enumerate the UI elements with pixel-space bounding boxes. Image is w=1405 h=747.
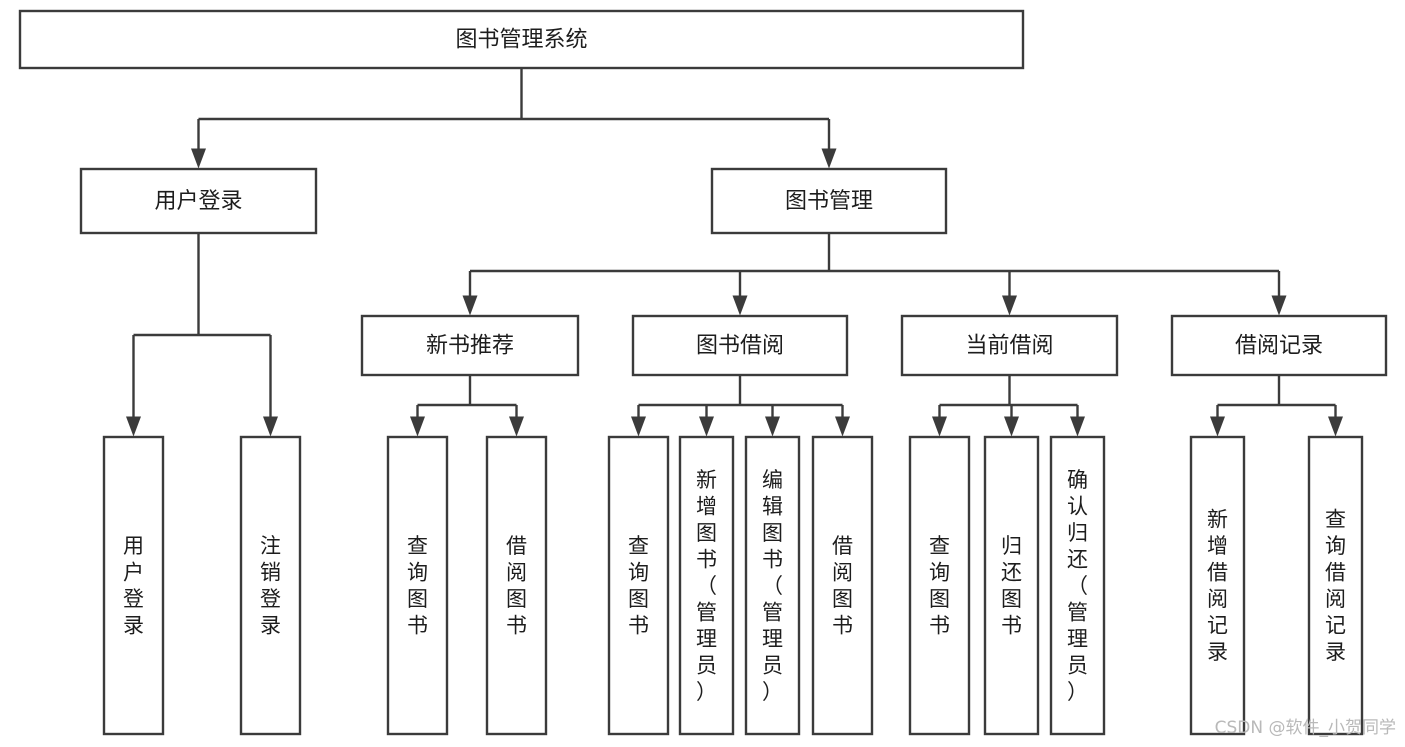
arrow-head-icon [509,416,524,437]
node-box-leaf-query-book-3[interactable] [908,435,971,736]
node-box-leaf-return-book[interactable] [983,435,1040,736]
arrow-head-icon [462,295,478,316]
node-root[interactable]: 图书管理系统 [18,9,1025,70]
node-label-user-login: 用户登录 [154,189,242,214]
arrow-head-icon [1004,416,1019,437]
node-label-book-manage: 图书管理 [785,189,873,214]
arrow-head-icon [410,416,425,437]
node-box-current-borrow[interactable] [900,314,1119,377]
node-label-book-borrow: 图书借阅 [696,334,784,359]
watermark-label: CSDN @软件_小贺同学 [1215,718,1396,738]
node-leaf-query-book-2[interactable]: 查询图书 [607,435,670,736]
node-box-leaf-query-borrow-record[interactable] [1307,435,1364,736]
node-label-leaf-return-book: 归还图书 [1001,534,1022,638]
node-box-book-manage[interactable] [710,167,948,235]
node-label-leaf-edit-book: 编辑图书（管理员） [762,468,783,704]
arrow-head-icon [699,416,714,437]
arrow-head-icon [732,295,748,316]
node-label-leaf-query-book-1: 查询图书 [407,534,428,638]
arrow-head-icon [821,148,837,169]
node-label-root: 图书管理系统 [455,28,587,53]
node-leaf-borrow-book-1[interactable]: 借阅图书 [485,435,548,736]
node-box-leaf-add-borrow-record[interactable] [1189,435,1246,736]
node-box-leaf-borrow-book-2[interactable] [811,435,874,736]
node-box-new-book-recommend[interactable] [360,314,580,377]
node-leaf-logout-login[interactable]: 注销登录 [239,435,302,736]
arrow-head-icon [932,416,947,437]
node-box-leaf-confirm-return[interactable] [1049,435,1106,736]
edge-current-borrow-group [932,375,1085,437]
node-label-new-book-recommend: 新书推荐 [426,334,514,359]
arrow-head-icon [191,148,206,169]
node-label-current-borrow: 当前借阅 [965,334,1053,359]
node-leaf-user-login[interactable]: 用户登录 [102,435,165,736]
edge-root-group [191,68,837,169]
connector-layer [126,68,1343,437]
node-label-leaf-query-book-2: 查询图书 [628,534,649,638]
arrow-head-icon [263,416,278,437]
edge-new-book-group [410,375,524,437]
node-box-leaf-add-book[interactable] [678,435,735,736]
node-box-user-login[interactable] [79,167,318,235]
node-box-book-borrow[interactable] [631,314,849,377]
arrow-head-icon [835,416,850,437]
node-box-leaf-borrow-book-1[interactable] [485,435,548,736]
node-box-root[interactable] [18,9,1025,70]
node-box-leaf-edit-book[interactable] [744,435,801,736]
node-leaf-query-book-3[interactable]: 查询图书 [908,435,971,736]
node-leaf-borrow-book-2[interactable]: 借阅图书 [811,435,874,736]
arrow-head-icon [1328,416,1343,437]
node-box-leaf-query-book-2[interactable] [607,435,670,736]
node-book-manage[interactable]: 图书管理 [710,167,948,235]
node-borrow-record[interactable]: 借阅记录 [1170,314,1388,377]
node-leaf-add-borrow-record[interactable]: 新增借阅记录 [1189,435,1246,736]
node-label-leaf-add-book: 新增图书（管理员） [696,468,717,704]
arrow-head-icon [765,416,780,437]
node-label-leaf-confirm-return: 确认归还（管理员） [1067,468,1088,704]
node-leaf-add-book[interactable]: 新增图书（管理员） [678,435,735,736]
node-label-leaf-logout-login: 注销登录 [260,534,281,638]
node-book-borrow[interactable]: 图书借阅 [631,314,849,377]
node-leaf-confirm-return[interactable]: 确认归还（管理员） [1049,435,1106,736]
node-label-borrow-record: 借阅记录 [1235,334,1323,359]
node-box-leaf-user-login[interactable] [102,435,165,736]
edge-user-login-group [126,233,278,437]
node-leaf-query-borrow-record[interactable]: 查询借阅记录 [1307,435,1364,736]
arrow-head-icon [1210,416,1225,437]
node-label-leaf-query-book-3: 查询图书 [929,534,950,638]
node-label-leaf-add-borrow-record: 新增借阅记录 [1207,508,1228,665]
node-label-leaf-user-login: 用户登录 [123,534,144,638]
node-box-leaf-query-book-1[interactable] [386,435,449,736]
node-box-borrow-record[interactable] [1170,314,1388,377]
node-leaf-edit-book[interactable]: 编辑图书（管理员） [744,435,801,736]
node-leaf-return-book[interactable]: 归还图书 [983,435,1040,736]
edge-book-borrow-group [631,375,850,437]
arrow-head-icon [1002,295,1017,316]
node-label-leaf-borrow-book-1: 借阅图书 [506,534,527,638]
node-label-leaf-query-borrow-record: 查询借阅记录 [1325,508,1346,665]
arrow-head-icon [126,416,141,437]
node-label-leaf-borrow-book-2: 借阅图书 [832,534,853,638]
edge-book-manage-group [462,233,1287,316]
arrow-head-icon [631,416,646,437]
node-new-book-recommend[interactable]: 新书推荐 [360,314,580,377]
node-current-borrow[interactable]: 当前借阅 [900,314,1119,377]
arrow-head-icon [1070,416,1085,437]
node-box-leaf-logout-login[interactable] [239,435,302,736]
node-layer: 图书管理系统用户登录图书管理新书推荐图书借阅当前借阅借阅记录用户登录注销登录查询… [18,9,1388,736]
edge-borrow-record-group [1210,375,1343,437]
node-leaf-query-book-1[interactable]: 查询图书 [386,435,449,736]
arrow-head-icon [1271,295,1287,316]
node-user-login[interactable]: 用户登录 [79,167,318,235]
